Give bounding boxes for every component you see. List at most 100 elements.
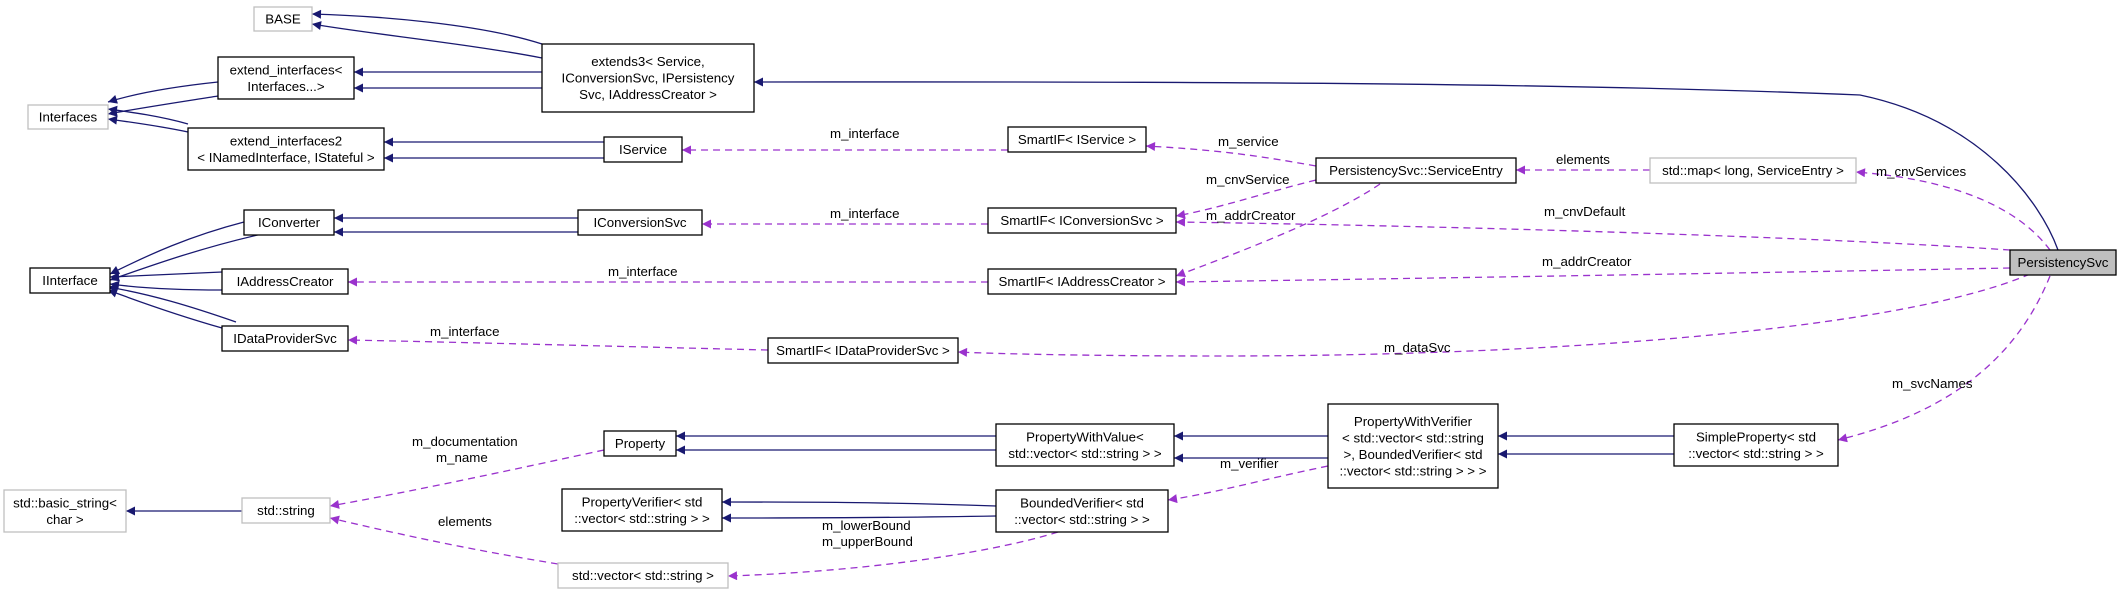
node-label-line: SimpleProperty< std xyxy=(1696,429,1816,444)
label-m-verifier: m_verifier xyxy=(1220,456,1279,471)
node-label-line: std::map< long, ServiceEntry > xyxy=(1662,163,1844,178)
node-label-line: IConversionSvc, IPersistency xyxy=(562,71,735,86)
node-label-line: std::basic_string< xyxy=(13,495,117,510)
label-m-cnvservice: m_cnvService xyxy=(1206,172,1290,187)
node-label-line: Property xyxy=(615,436,666,451)
node-idataprovidersvc[interactable]: IDataProviderSvc xyxy=(221,325,349,352)
node-label-line: Interfaces...> xyxy=(247,79,324,94)
node-smartif-iconversionsvc[interactable]: SmartIF< IConversionSvc > xyxy=(987,207,1177,234)
edge-idataprovidersvc-to-iinterface-2 xyxy=(107,284,237,323)
node-extend-interfaces[interactable]: extend_interfaces< Interfaces...> xyxy=(217,56,355,100)
edge-elements-vector xyxy=(329,515,559,565)
edge-extends3-to-base xyxy=(311,9,543,45)
node-smartif-iaddresscreator[interactable]: SmartIF< IAddressCreator > xyxy=(987,268,1177,295)
node-label-line: SmartIF< IService > xyxy=(1018,132,1136,147)
node-boundedverifier[interactable]: BoundedVerifier< std::vector< std::strin… xyxy=(995,489,1169,533)
edge-m-cnvservice xyxy=(1175,179,1317,219)
node-label-line: IInterface xyxy=(42,273,97,288)
node-iinterface[interactable]: IInterface xyxy=(29,267,111,294)
node-interfaces[interactable]: Interfaces xyxy=(27,104,109,130)
node-label-line: BASE xyxy=(265,12,301,27)
node-smartif-idataprovidersvc[interactable]: SmartIF< IDataProviderSvc > xyxy=(767,337,959,364)
node-basic-string[interactable]: std::basic_string<char > xyxy=(3,489,127,533)
node-iservice[interactable]: IService xyxy=(603,136,683,163)
node-label-line: ::vector< std::string > > xyxy=(1688,446,1824,461)
node-label-line: extend_interfaces2 xyxy=(230,133,342,148)
edge-iaddresscreator-to-iinterface-2 xyxy=(109,280,223,291)
node-label-line: extend_interfaces< xyxy=(230,62,343,77)
label-m-service: m_service xyxy=(1218,134,1279,149)
label-m-cnvservices: m_cnvServices xyxy=(1876,164,1967,179)
label-m-datasvc: m_dataSvc xyxy=(1384,340,1451,355)
edge-boundedverifier-to-propertyverifier xyxy=(721,497,997,507)
node-label-line: ::vector< std::string > > > xyxy=(1339,463,1486,478)
label-elements-map: elements xyxy=(1556,152,1610,167)
node-persistencysvc[interactable]: PersistencySvc xyxy=(2009,249,2117,276)
node-std-vector[interactable]: std::vector< std::string > xyxy=(557,562,729,589)
edge-labels: m_interface m_service elements m_cnvServ… xyxy=(412,126,1973,549)
node-smartif-iservice[interactable]: SmartIF< IService > xyxy=(1007,126,1147,153)
node-iconversionsvc[interactable]: IConversionSvc xyxy=(577,209,703,236)
label-m-upperbound: m_upperBound xyxy=(822,534,913,549)
node-property[interactable]: Property xyxy=(603,430,677,457)
node-persistencysvc-serviceentry[interactable]: PersistencySvc::ServiceEntry xyxy=(1315,157,1517,184)
label-elements-vector: elements xyxy=(438,514,492,529)
node-label-line: Svc, IAddressCreator > xyxy=(579,87,717,102)
node-label-line: IConverter xyxy=(258,215,321,230)
edge-m-documentation-name xyxy=(329,449,605,509)
node-std-map[interactable]: std::map< long, ServiceEntry > xyxy=(1649,157,1857,184)
edge-iconverter-to-iinterface xyxy=(109,221,245,275)
edge-extend-interfaces-to-interfaces xyxy=(107,81,219,104)
edge-boundedverifier-to-propertyverifier-2 xyxy=(721,513,997,523)
edge-m-cnvservices xyxy=(1855,168,2051,251)
node-propertywithverifier[interactable]: PropertyWithVerifier< std::vector< std::… xyxy=(1327,403,1499,489)
node-label-line: std::string xyxy=(257,503,315,518)
node-label-line: SmartIF< IAddressCreator > xyxy=(998,274,1165,289)
node-label-line: IConversionSvc xyxy=(593,215,686,230)
node-label-line: PersistencySvc xyxy=(2018,255,2109,270)
edge-extends3-to-base-2 xyxy=(311,21,543,59)
node-base[interactable]: BASE xyxy=(253,6,313,32)
edge-m-addrcreator xyxy=(1175,267,2011,287)
node-propertywithvalue[interactable]: PropertyWithValue<std::vector< std::stri… xyxy=(995,423,1175,467)
label-m-svcnames: m_svcNames xyxy=(1892,376,1973,391)
edge-iconverter-to-iinterface-2 xyxy=(109,233,263,282)
node-propertyverifier[interactable]: PropertyVerifier< std::vector< std::stri… xyxy=(561,488,723,532)
node-label-line: IService xyxy=(619,142,667,157)
node-std-string[interactable]: std::string xyxy=(241,497,331,524)
node-label-line: < INamedInterface, IStateful > xyxy=(197,150,375,165)
node-extend-interfaces2[interactable]: extend_interfaces2 < INamedInterface, ISt… xyxy=(187,127,385,171)
edge-idataprovidersvc-to-iinterface xyxy=(107,288,223,329)
label-m-interface-idataprovidersvc: m_interface xyxy=(430,324,499,339)
label-m-cnvdefault: m_cnvDefault xyxy=(1544,204,1626,219)
edge-extend-interfaces2-to-interfaces xyxy=(107,115,189,133)
node-label-line: extends3< Service, xyxy=(591,54,704,69)
node-label-line: std::vector< std::string > xyxy=(572,568,714,583)
node-iaddresscreator[interactable]: IAddressCreator xyxy=(221,268,349,295)
node-label-line: char > xyxy=(46,512,84,527)
node-label-line: ::vector< std::string > > xyxy=(1014,512,1150,527)
node-label-line: BoundedVerifier< std xyxy=(1020,495,1144,510)
label-m-addrcreator: m_addrCreator xyxy=(1542,254,1632,269)
edge-m-interface-idataprovidersvc xyxy=(347,335,769,351)
node-label-line: < std::vector< std::string xyxy=(1342,430,1484,445)
node-simpleproperty[interactable]: SimpleProperty< std::vector< std::string… xyxy=(1673,423,1839,467)
node-label-line: IDataProviderSvc xyxy=(233,331,337,346)
edge-persistencysvc-to-extends3 xyxy=(753,77,2059,251)
node-label-line: PropertyVerifier< std xyxy=(582,494,703,509)
edge-m-addrcreator-entry xyxy=(1175,183,1381,278)
edge-iaddresscreator-to-iinterface xyxy=(109,271,223,282)
nodes: BASE Interfaces extend_interfaces< Interf… xyxy=(3,6,2117,589)
label-m-interface-iservice: m_interface xyxy=(830,126,899,141)
node-label-line: SmartIF< IConversionSvc > xyxy=(1000,213,1164,228)
label-m-interface-iconversionsvc: m_interface xyxy=(830,206,899,221)
node-extends3[interactable]: extends3< Service, IConversionSvc, IPersi… xyxy=(541,43,755,113)
label-m-interface-iaddresscreator: m_interface xyxy=(608,264,677,279)
label-m-addrcreator-entry: m_addrCreator xyxy=(1206,208,1296,223)
node-label-line: Interfaces xyxy=(39,110,98,125)
node-iconverter[interactable]: IConverter xyxy=(243,209,335,236)
edge-extend-interfaces-to-interfaces-2 xyxy=(107,95,219,117)
node-label-line: PersistencySvc::ServiceEntry xyxy=(1329,163,1503,178)
node-label-line: ::vector< std::string > > xyxy=(574,511,710,526)
